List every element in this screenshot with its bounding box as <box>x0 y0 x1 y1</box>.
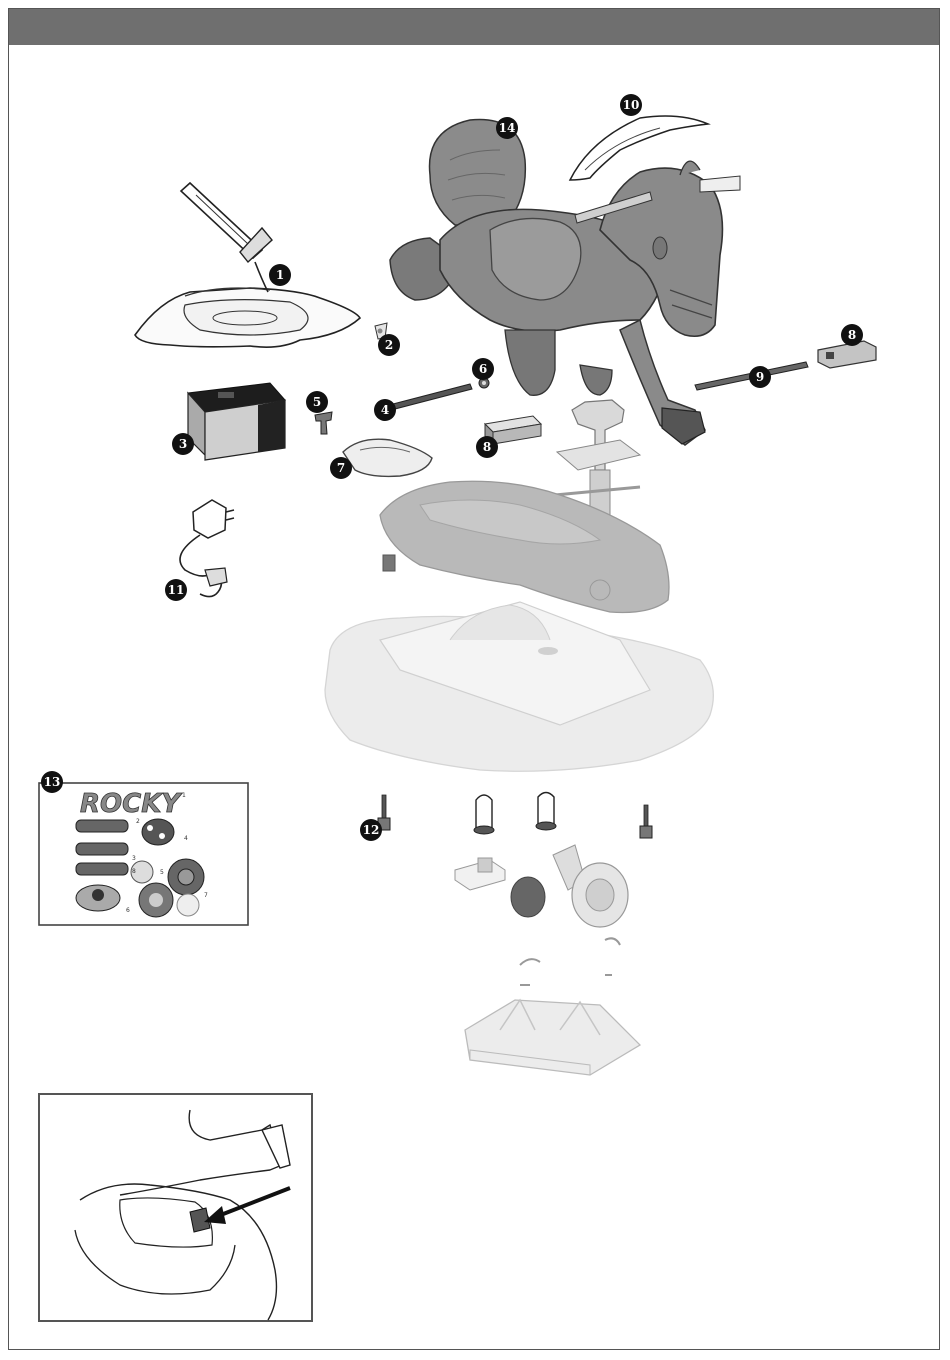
part-7-switch-cover <box>343 439 432 476</box>
callout-7: 7 <box>330 457 352 479</box>
callout-2: 2 <box>378 334 400 356</box>
svg-text:4: 4 <box>381 403 389 417</box>
sticker-title: ROCKY <box>80 789 183 819</box>
callout-8-right: 8 <box>841 324 863 346</box>
callout-3: 3 <box>172 433 194 455</box>
part-1-handle-strap <box>181 183 272 292</box>
sticker-number-8: 8 <box>132 868 136 875</box>
callout-12: 12 <box>360 819 382 841</box>
sticker-number-1: 1 <box>182 792 186 799</box>
svg-text:3: 3 <box>179 437 187 451</box>
sticker-number-3: 3 <box>132 855 136 862</box>
svg-text:10: 10 <box>623 98 640 112</box>
callout-10: 10 <box>620 94 642 116</box>
sticker-number-7: 7 <box>204 892 208 899</box>
sticker-number-2: 2 <box>136 818 140 825</box>
svg-text:2: 2 <box>385 338 393 352</box>
part-13-sticker-sheet: ROCKY 1 2 3 4 5 6 7 8 <box>39 783 248 925</box>
callout-13: 13 <box>41 771 63 793</box>
base-platform <box>325 602 713 771</box>
part-5-peg <box>315 412 332 434</box>
callout-8-left: 8 <box>476 436 498 458</box>
motor-gearbox <box>455 845 628 985</box>
callout-1: 1 <box>269 264 291 286</box>
svg-text:1: 1 <box>276 268 284 282</box>
sticker-number-4: 4 <box>184 835 188 842</box>
svg-text:8: 8 <box>483 440 491 454</box>
svg-text:8: 8 <box>848 328 856 342</box>
bottom-tray <box>465 1000 640 1075</box>
part-4-axle-rod <box>393 384 472 409</box>
part-8-clamp-right <box>818 341 876 368</box>
sticker-number-6: 6 <box>126 907 130 914</box>
svg-text:12: 12 <box>363 823 380 837</box>
part-1-seat-pad <box>135 288 360 347</box>
part-3-battery <box>188 383 285 460</box>
svg-text:9: 9 <box>756 370 764 384</box>
callout-9: 9 <box>749 366 771 388</box>
svg-text:6: 6 <box>479 362 487 376</box>
svg-text:7: 7 <box>337 461 345 475</box>
svg-text:5: 5 <box>313 395 321 409</box>
part-12-pins <box>378 793 652 839</box>
callout-6: 6 <box>472 358 494 380</box>
detail-inset <box>39 1094 312 1321</box>
callout-5: 5 <box>306 391 328 413</box>
svg-text:14: 14 <box>499 121 516 135</box>
part-11-charger <box>180 500 234 597</box>
svg-text:11: 11 <box>168 583 185 597</box>
callout-14: 14 <box>496 117 518 139</box>
callout-4: 4 <box>374 399 396 421</box>
callout-11: 11 <box>165 579 187 601</box>
body-shell <box>380 481 669 612</box>
sticker-number-5: 5 <box>160 869 164 876</box>
svg-text:13: 13 <box>44 775 61 789</box>
